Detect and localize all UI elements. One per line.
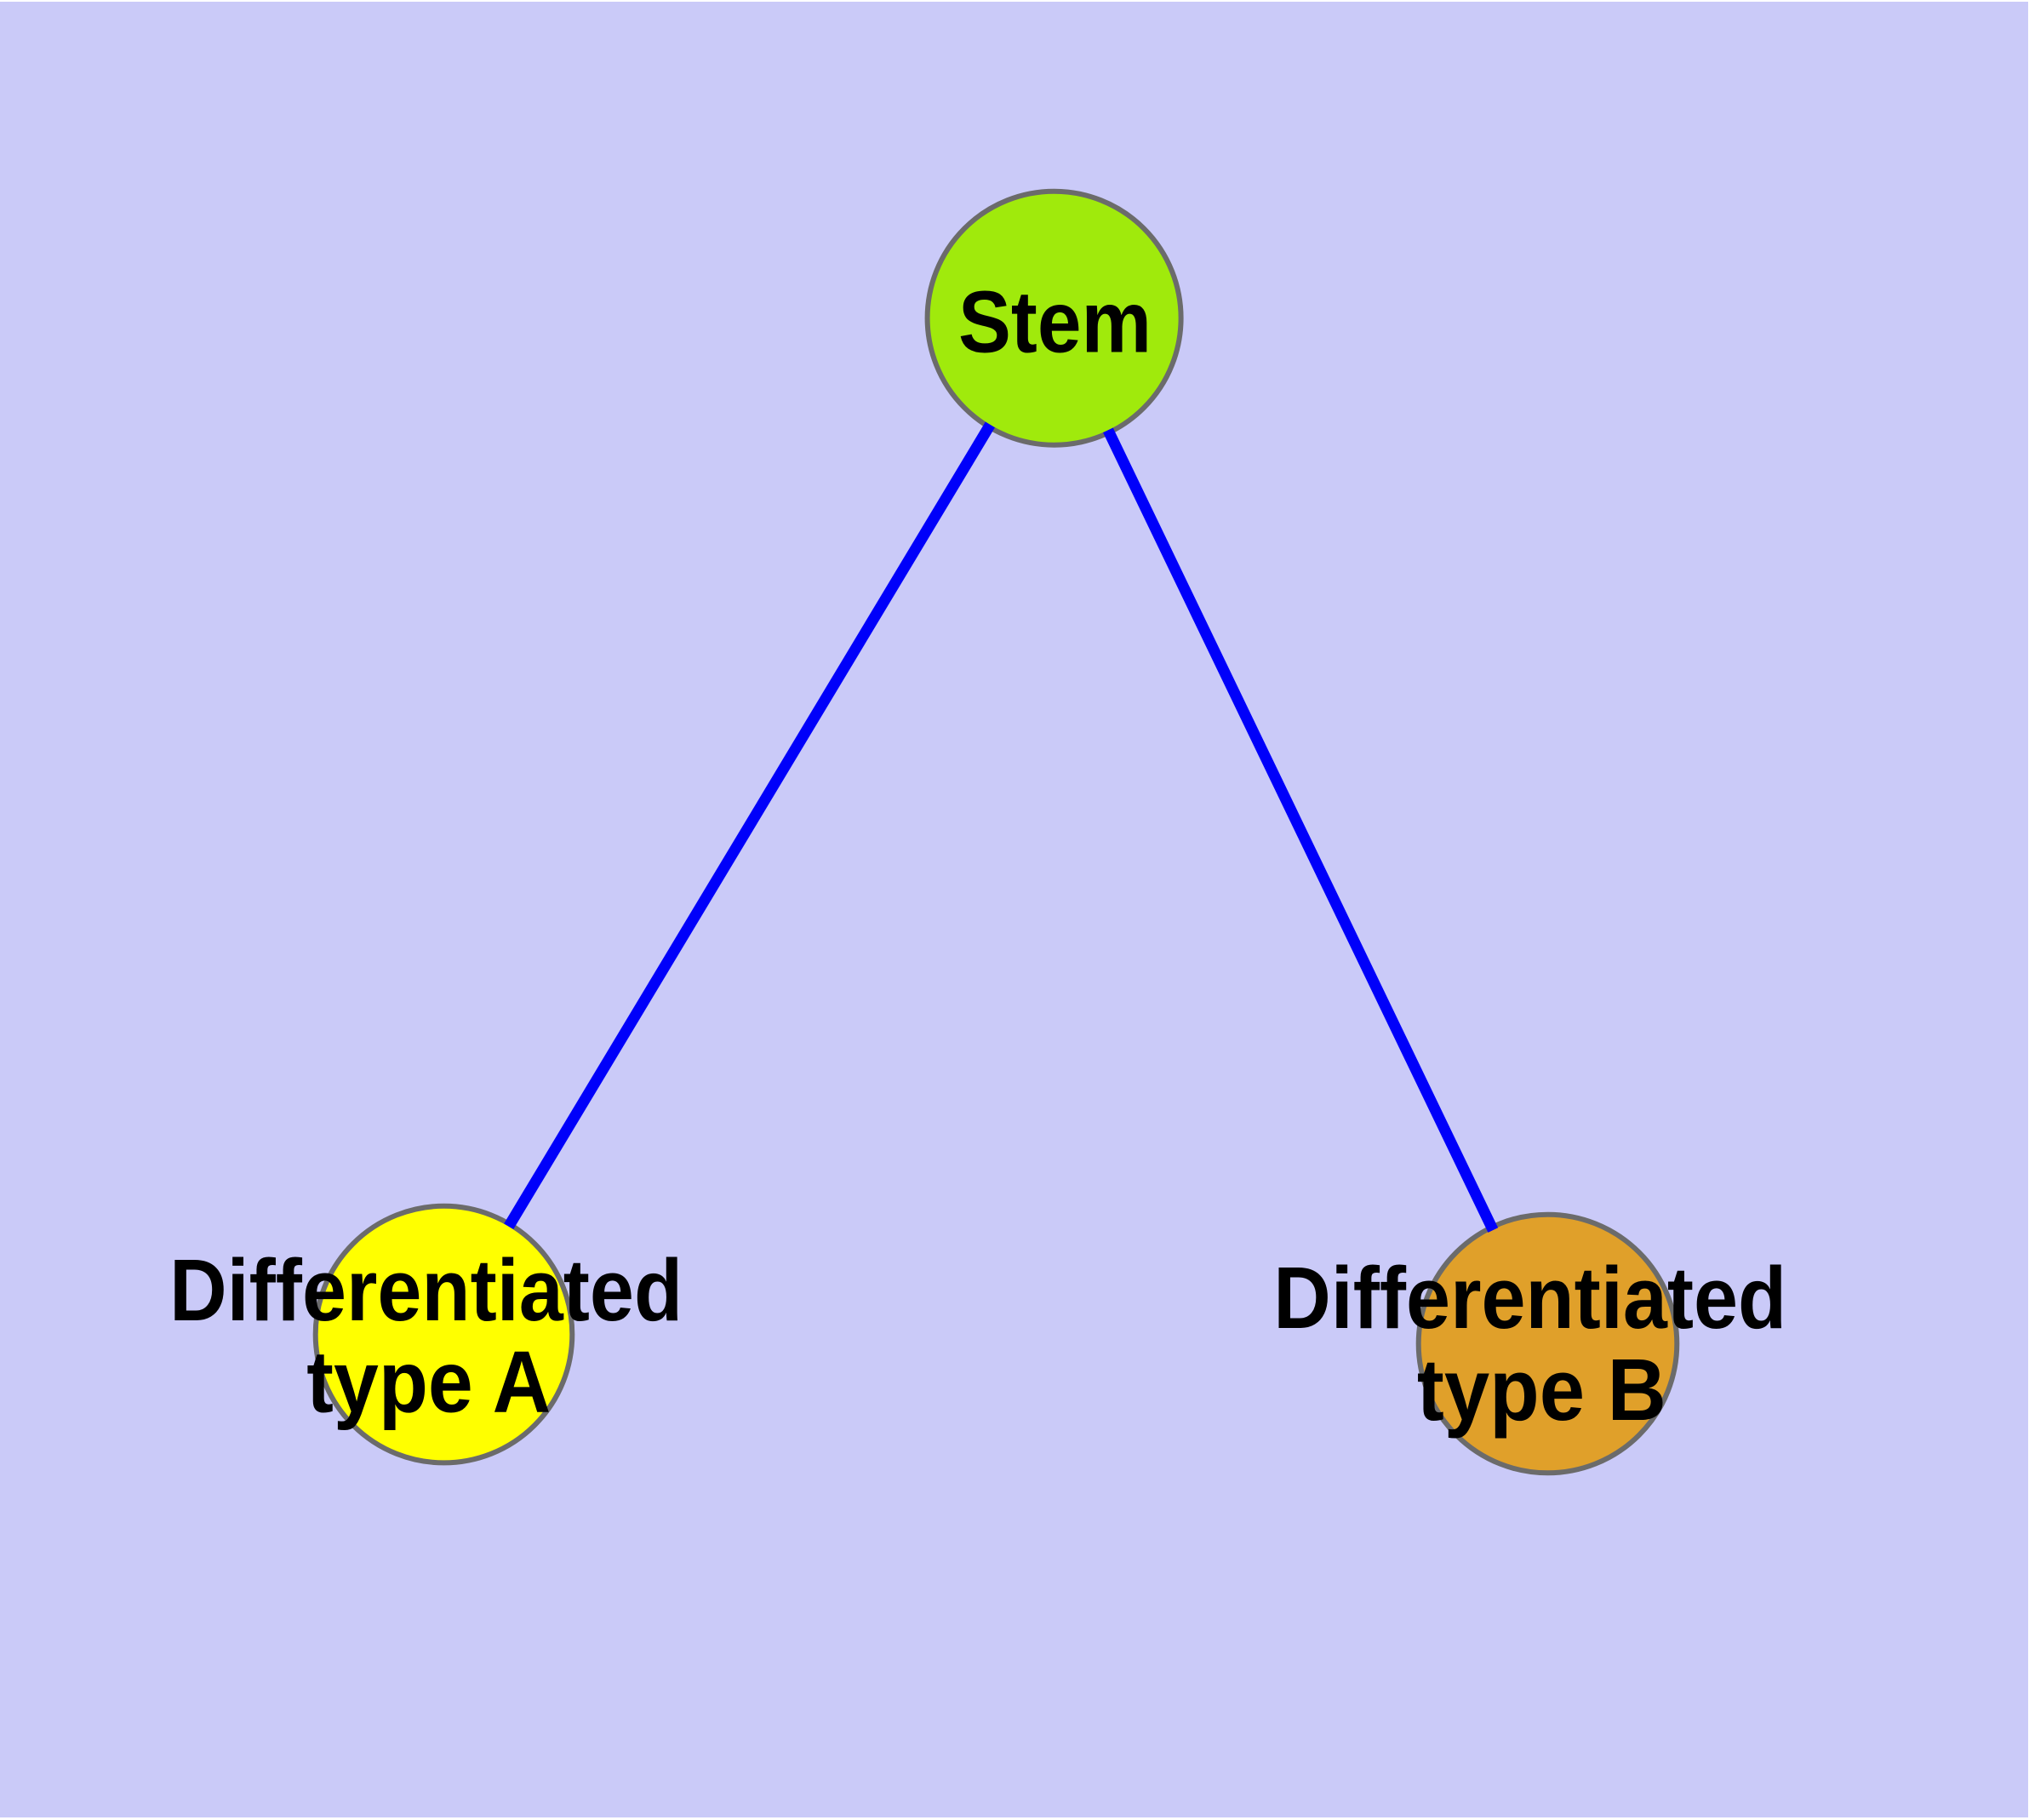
svg-text:Stem: Stem: [958, 273, 1152, 371]
svg-text:Differentiated: Differentiated: [169, 1241, 683, 1339]
svg-text:type A: type A: [306, 1333, 551, 1431]
svg-text:type B: type B: [1417, 1341, 1666, 1439]
svg-text:Differentiated: Differentiated: [1273, 1249, 1786, 1347]
